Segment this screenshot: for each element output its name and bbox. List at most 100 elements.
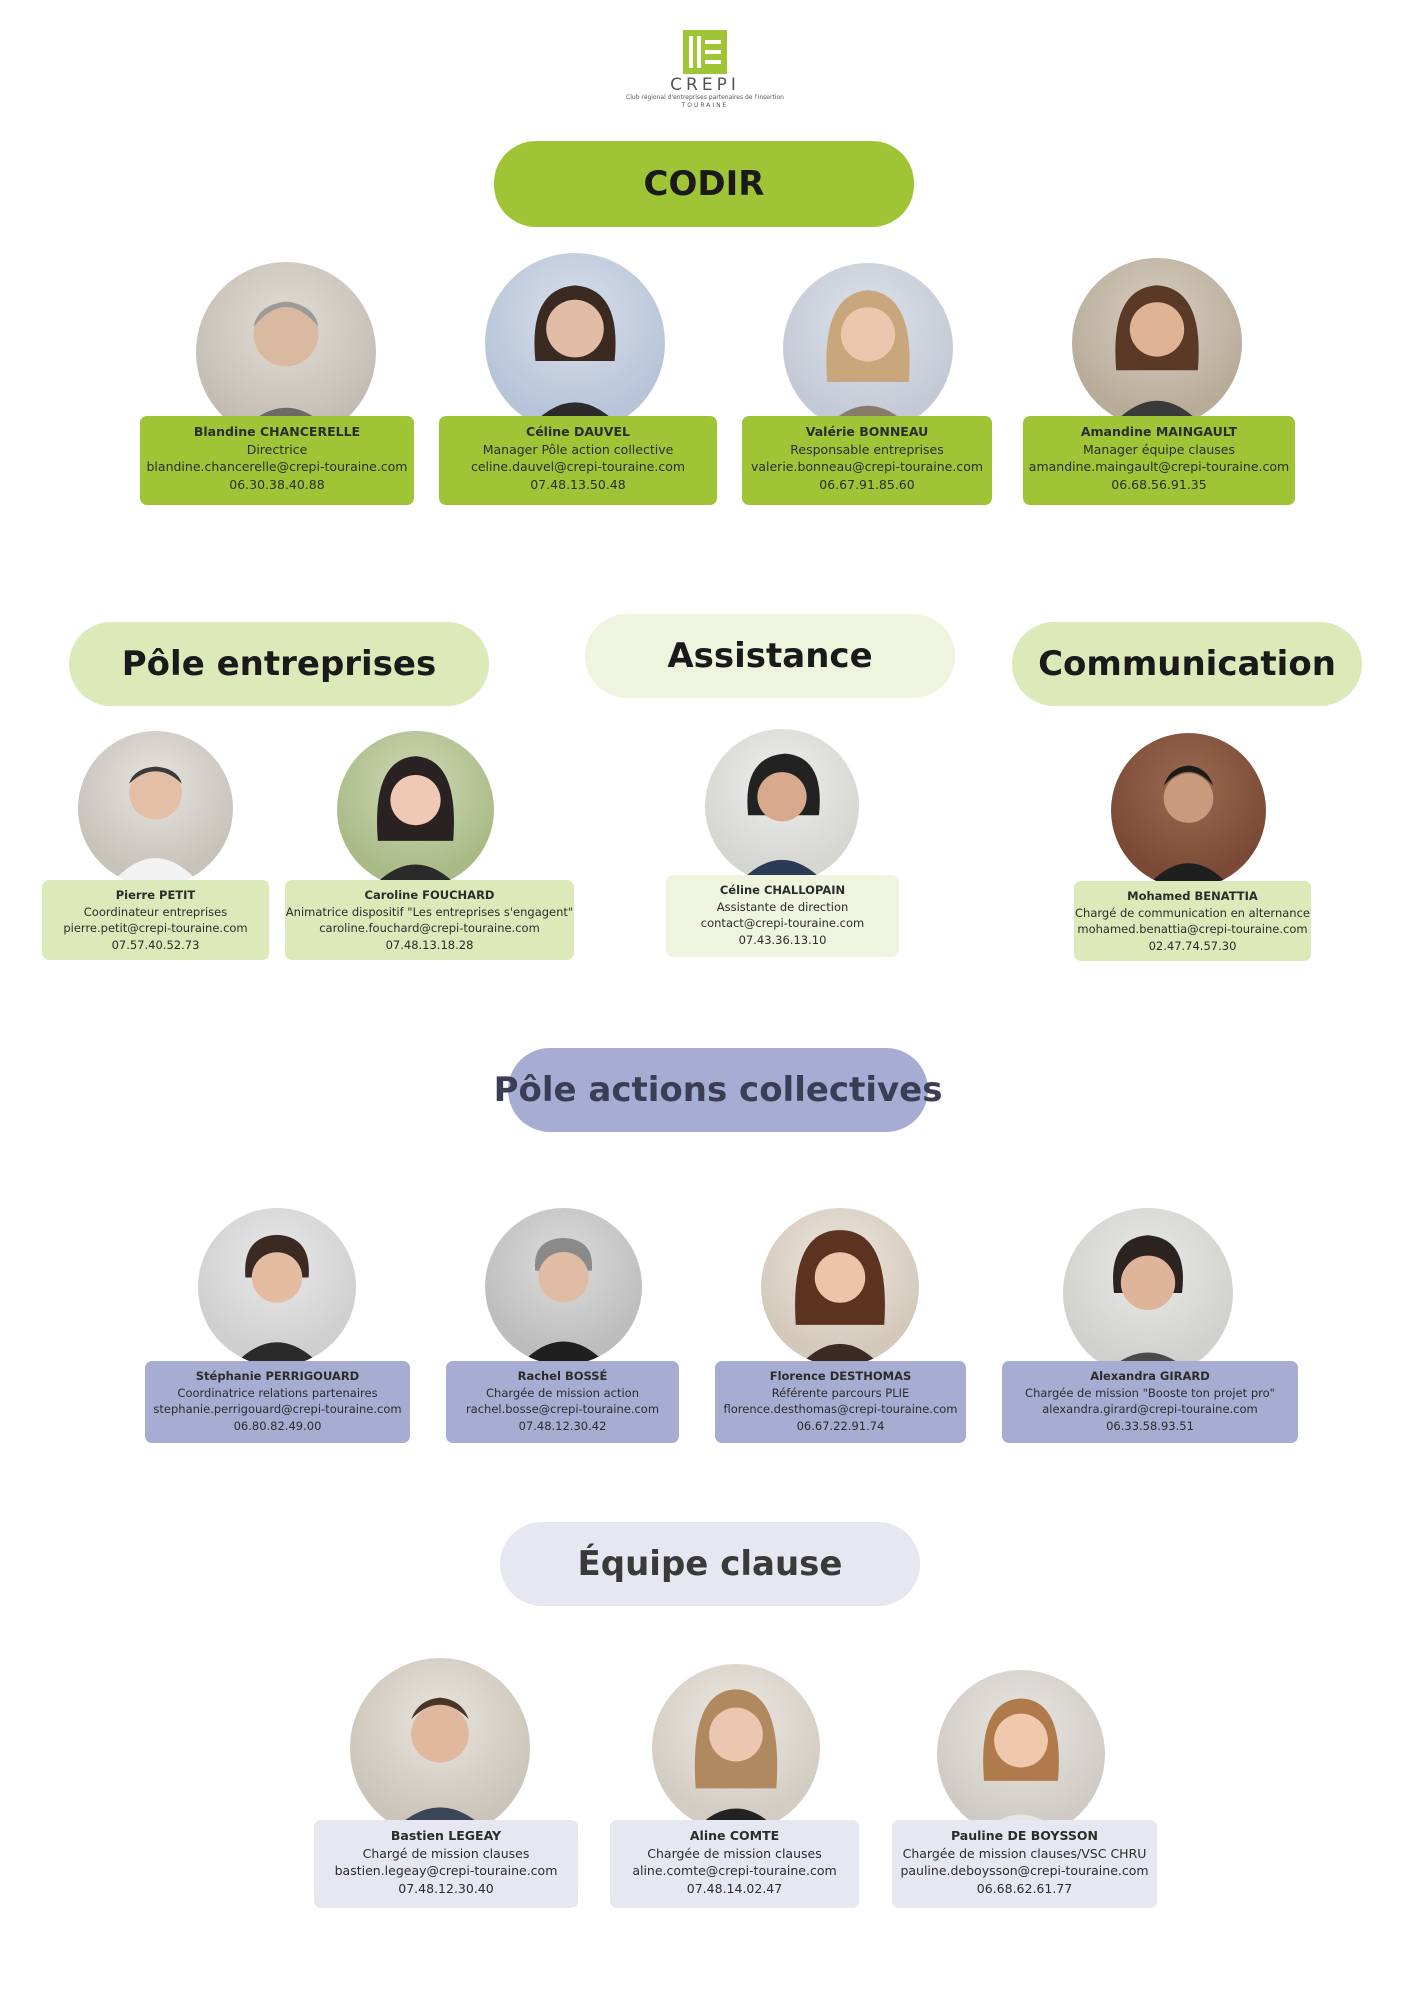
crepi-logo: CREPI Club régional d'entreprises parten… [625,30,785,114]
person-email[interactable]: caroline.fouchard@crepi-touraine.com [319,921,540,935]
person-email[interactable]: celine.dauvel@crepi-touraine.com [470,459,686,474]
person-name: Aline COMTE [689,1828,780,1843]
person-name: Caroline FOUCHARD [364,888,495,902]
portrait-photo [652,1664,820,1832]
person-email[interactable]: contact@crepi-touraine.com [700,916,865,930]
person-name: Rachel BOSSÉ [517,1369,608,1383]
person-role: Chargée de mission clauses/VSC CHRU [902,1845,1147,1861]
portrait-photo [937,1670,1105,1838]
person-email[interactable]: mohamed.benattia@crepi-touraine.com [1077,922,1308,936]
person-name: Florence DESTHOMAS [769,1369,912,1383]
portrait-photo [783,263,953,433]
person-role: Animatrice dispositif "Les entreprises s… [285,904,574,919]
portrait-photo [337,731,494,888]
person-role: Chargé de mission clauses [362,1845,530,1861]
person-email[interactable]: valerie.bonneau@crepi-touraine.com [750,459,984,474]
person-card: Florence DESTHOMAS Référente parcours PL… [715,1361,966,1443]
person-role: Chargé de communication en alternance [1075,905,1310,920]
person-email[interactable]: bastien.legeay@crepi-touraine.com [334,1863,558,1878]
person-name: Pierre PETIT [115,888,196,902]
person-phone: 06.68.56.91.35 [1111,476,1207,492]
person-phone: 02.47.74.57.30 [1148,938,1237,953]
portrait-photo [761,1208,919,1366]
person-role: Directrice [246,441,308,457]
person-email[interactable]: stephanie.perrigouard@crepi-touraine.com [153,1402,402,1416]
person-phone: 06.68.62.61.77 [976,1880,1073,1896]
person-role: Manager équipe clauses [1082,441,1236,457]
person-name: Alexandra GIRARD [1090,1369,1210,1383]
person-role: Coordinatrice relations partenaires [177,1385,378,1400]
person-name: Valérie BONNEAU [805,424,929,439]
section-communication: Communication [1012,622,1362,706]
person-phone: 07.48.12.30.42 [518,1418,607,1433]
person-email[interactable]: rachel.bosse@crepi-touraine.com [465,1402,660,1416]
person-card: Stéphanie PERRIGOUARD Coordinatrice rela… [145,1361,410,1443]
section-pole-entreprises: Pôle entreprises [69,622,489,706]
portrait-photo [350,1658,530,1838]
person-card: Mohamed BENATTIA Chargé de communication… [1074,881,1311,961]
person-role: Coordinateur entreprises [83,904,228,919]
portrait-photo [1072,258,1242,428]
portrait-photo [485,253,665,433]
section-equipe-clause: Équipe clause [500,1522,920,1606]
person-phone: 07.48.14.02.47 [686,1880,783,1896]
person-email[interactable]: florence.desthomas@crepi-touraine.com [723,1402,958,1416]
portrait-photo [485,1208,642,1365]
person-name: Blandine CHANCERELLE [193,424,361,439]
person-phone: 06.30.38.40.88 [229,476,325,492]
person-name: Mohamed BENATTIA [1127,889,1258,903]
person-name: Céline DAUVEL [526,424,630,439]
person-name: Amandine MAINGAULT [1080,424,1238,439]
person-role: Chargée de mission clauses [647,1845,822,1861]
person-role: Référente parcours PLIE [771,1385,910,1400]
logo-tagline: Club régional d'entreprises partenaires … [626,94,784,101]
person-email[interactable]: alexandra.girard@crepi-touraine.com [1042,1402,1258,1416]
person-phone: 07.43.36.13.10 [738,932,827,947]
person-name: Stéphanie PERRIGOUARD [195,1369,360,1383]
person-phone: 06.80.82.49.00 [233,1418,322,1433]
person-card: Bastien LEGEAY Chargé de mission clauses… [314,1820,578,1908]
person-email[interactable]: blandine.chancerelle@crepi-touraine.com [146,459,408,474]
person-card: Blandine CHANCERELLE Directrice blandine… [140,416,414,505]
person-phone: 07.48.13.50.48 [530,476,626,492]
person-card: Amandine MAINGAULT Manager équipe clause… [1023,416,1295,505]
person-card: Aline COMTE Chargée de mission clauses a… [610,1820,859,1908]
person-card: Caroline FOUCHARD Animatrice dispositif … [285,880,574,960]
person-phone: 06.33.58.93.51 [1106,1418,1194,1433]
person-phone: 06.67.22.91.74 [796,1418,885,1433]
person-name: Céline CHALLOPAIN [719,883,846,897]
portrait-photo [196,262,376,442]
portrait-photo [1063,1208,1233,1378]
logo-wordmark: CREPI [670,75,740,95]
logo-region: TOURAINE [681,102,729,109]
person-name: Pauline DE BOYSSON [950,1828,1098,1843]
person-card: Pauline DE BOYSSON Chargée de mission cl… [892,1820,1157,1908]
person-phone: 07.57.40.52.73 [111,937,200,952]
person-email[interactable]: amandine.maingault@crepi-touraine.com [1028,459,1290,474]
crepi-logo-icon [683,30,727,74]
person-card: Rachel BOSSÉ Chargée de mission action r… [446,1361,679,1443]
portrait-photo [78,731,233,886]
portrait-photo [705,729,859,883]
section-pole-actions-collectives: Pôle actions collectives [494,1048,942,1132]
person-card: Céline CHALLOPAIN Assistante de directio… [666,875,899,957]
person-role: Manager Pôle action collective [482,441,674,457]
person-email[interactable]: pauline.deboysson@crepi-touraine.com [900,1863,1149,1878]
section-assistance: Assistance [585,614,955,698]
person-role: Assistante de direction [716,899,849,914]
person-phone: 07.48.13.18.28 [385,937,474,952]
person-email[interactable]: pierre.petit@crepi-touraine.com [63,921,248,935]
person-role: Responsable entreprises [790,441,944,457]
person-role: Chargée de mission action [486,1385,639,1400]
person-name: Bastien LEGEAY [390,1828,502,1843]
person-card: Alexandra GIRARD Chargée de mission "Boo… [1002,1361,1298,1443]
person-card: Céline DAUVEL Manager Pôle action collec… [439,416,717,505]
person-email[interactable]: aline.comte@crepi-touraine.com [632,1863,837,1878]
section-codir: CODIR [494,141,914,227]
person-card: Valérie BONNEAU Responsable entreprises … [742,416,992,505]
person-phone: 07.48.12.30.40 [398,1880,494,1896]
portrait-photo [198,1208,356,1366]
portrait-photo [1111,733,1266,888]
person-role: Chargée de mission "Booste ton projet pr… [1025,1385,1275,1400]
person-phone: 06.67.91.85.60 [819,476,915,492]
